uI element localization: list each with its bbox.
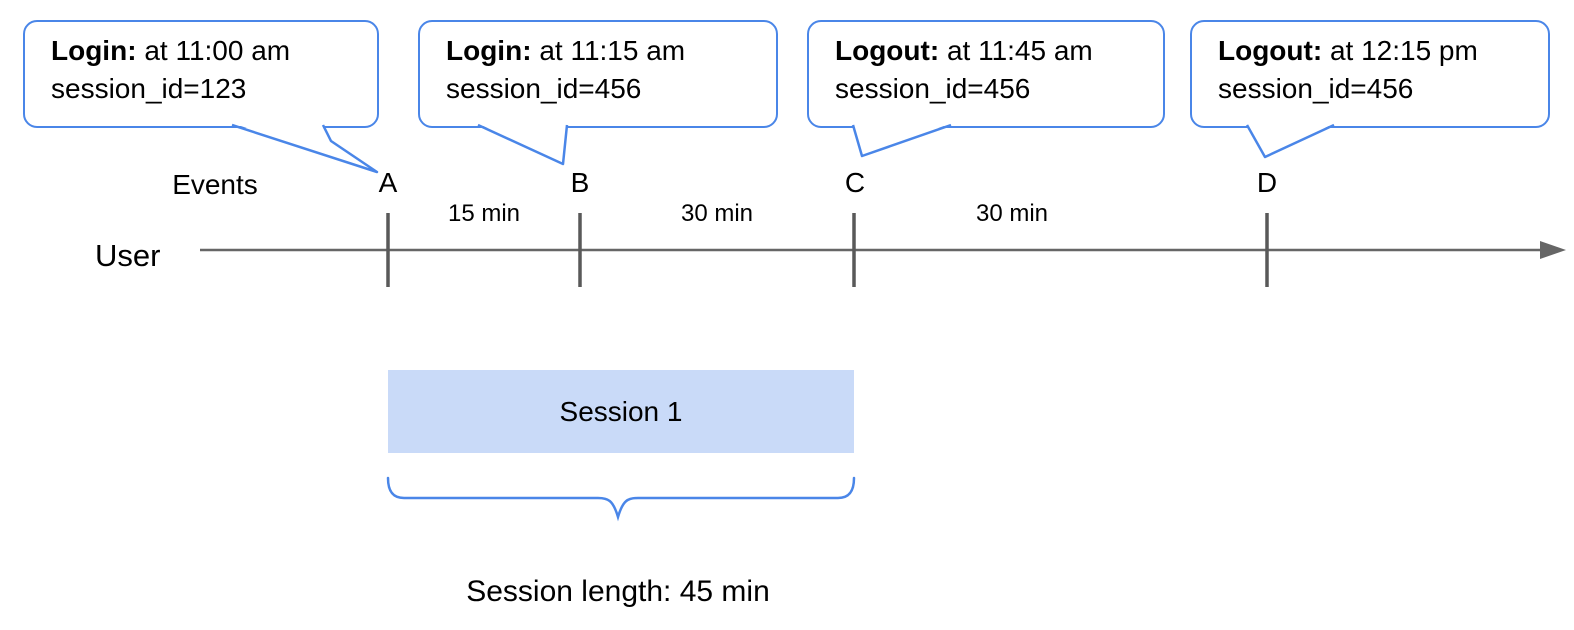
event-time: at 12:15 pm	[1329, 35, 1478, 66]
interval-a-b: 15 min	[447, 200, 521, 227]
callout-tail-d	[1245, 123, 1335, 159]
event-type: Logout:	[1218, 35, 1323, 66]
tail-mask-b	[477, 123, 568, 164]
tail-mask-a	[232, 123, 377, 172]
interval-c-d: 30 min	[975, 200, 1049, 227]
callout-logout-c: Logout: at 11:45 am session_id=456	[807, 20, 1165, 128]
event-time: at 11:00 am	[144, 35, 291, 66]
callout-logout-d: Logout: at 12:15 pm session_id=456	[1190, 20, 1550, 128]
callout-line1: Login: at 11:15 am	[446, 32, 766, 70]
callout-tail-a	[231, 123, 379, 174]
callout-line1: Logout: at 12:15 pm	[1218, 32, 1538, 70]
session-box-label: Session 1	[559, 396, 683, 427]
interval-b-c: 30 min	[680, 200, 754, 227]
events-label: Events	[172, 169, 258, 200]
marker-a: A	[378, 167, 398, 198]
callout-tail-b	[477, 123, 569, 166]
callout-line1: Logout: at 11:45 am	[835, 32, 1153, 70]
event-time: at 11:15 am	[539, 35, 686, 66]
callout-line1: Login: at 11:00 am	[51, 32, 367, 70]
event-type: Login:	[51, 35, 137, 66]
callout-line2: session_id=456	[1218, 73, 1414, 104]
timeline-arrowhead-icon	[1540, 241, 1566, 259]
callout-line2: session_id=456	[835, 73, 1031, 104]
tail-mask-d	[1246, 123, 1335, 157]
marker-c: C	[844, 167, 866, 198]
session-box: Session 1	[388, 370, 854, 453]
event-type: Login:	[446, 35, 532, 66]
marker-d: D	[1256, 167, 1278, 198]
callout-login-a: Login: at 11:00 am session_id=123	[23, 20, 379, 128]
session-brace	[386, 476, 856, 522]
callout-line2: session_id=123	[51, 73, 247, 104]
marker-b: B	[570, 167, 590, 198]
event-time: at 11:45 am	[946, 35, 1093, 66]
callout-line2: session_id=456	[446, 73, 642, 104]
session-length-caption: Session length: 45 min	[466, 575, 770, 608]
callout-tail-c	[851, 123, 952, 158]
event-type: Logout:	[835, 35, 940, 66]
callout-login-b: Login: at 11:15 am session_id=456	[418, 20, 778, 128]
user-axis-label: User	[95, 238, 161, 273]
